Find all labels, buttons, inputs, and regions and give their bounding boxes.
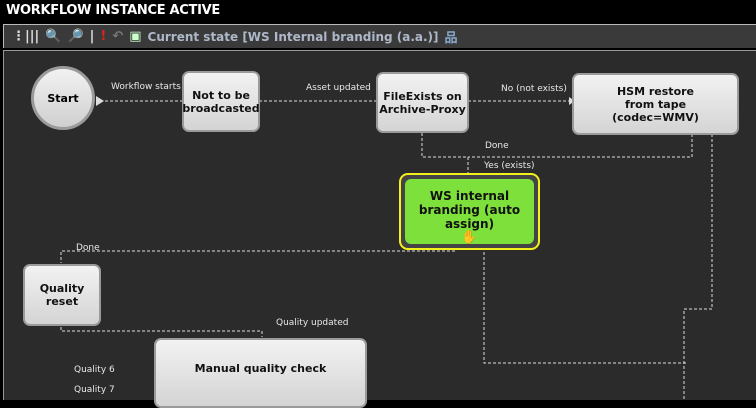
edge-hsm-ws [468, 134, 693, 158]
node-manual-quality-check[interactable]: Manual quality check [154, 338, 367, 408]
window-title: WORKFLOW INSTANCE ACTIVE [0, 0, 756, 22]
edge-label: Quality updated [276, 318, 349, 328]
current-state: Current state [WS Internal branding (a.a… [147, 29, 439, 44]
stop-icon[interactable]: ! [100, 29, 107, 44]
edge-ws-down [483, 247, 686, 364]
separator: | [89, 29, 95, 44]
zoom-in-icon[interactable]: 🔍 [45, 29, 62, 44]
grip-icon[interactable]: ⋮||| [12, 29, 40, 44]
undo-icon[interactable]: ↶ [112, 29, 124, 44]
edge-label: Done [485, 141, 509, 151]
edge-label: Quality 7 [74, 385, 115, 395]
edge-label: No (not exists) [501, 84, 567, 94]
node-quality-reset[interactable]: Quality reset [23, 264, 101, 326]
refresh-doc-icon[interactable]: ▣ [129, 29, 142, 44]
manual-hand-icon: ✋ [461, 230, 478, 245]
edge-hsm-down [683, 134, 713, 401]
edge-label: Quality 6 [74, 365, 115, 375]
workflow-canvas[interactable]: Start Not to be broadcasted FileExists o… [3, 50, 756, 408]
node-not-broadcasted[interactable]: Not to be broadcasted [182, 71, 260, 132]
hierarchy-icon[interactable]: 品 [444, 31, 458, 46]
edge-label: Workflow starts [111, 82, 181, 92]
edge-label: Asset updated [306, 83, 371, 93]
zoom-out-icon[interactable]: 🔎 [67, 29, 84, 44]
ws-branding-label: WS internal branding (auto assign) [418, 189, 521, 231]
node-ws-branding-active[interactable]: WS internal branding (auto assign) ✋ [399, 173, 540, 250]
toolbar: ⋮||| 🔍 🔎 | ! ↶ ▣ Current state [WS Inter… [3, 24, 756, 48]
node-file-exists[interactable]: FileExists on Archive-Proxy [376, 72, 469, 133]
node-hsm-restore[interactable]: HSM restore from tape (codec=WMV) [572, 73, 739, 135]
edge-qualityreset-manual [60, 327, 263, 337]
edge-fileexists-ws [421, 133, 469, 177]
edge-label: Yes (exists) [484, 161, 535, 171]
edge-ws-qualityreset [60, 247, 457, 263]
start-node[interactable]: Start [31, 66, 95, 130]
edge-label: Done [76, 243, 100, 253]
